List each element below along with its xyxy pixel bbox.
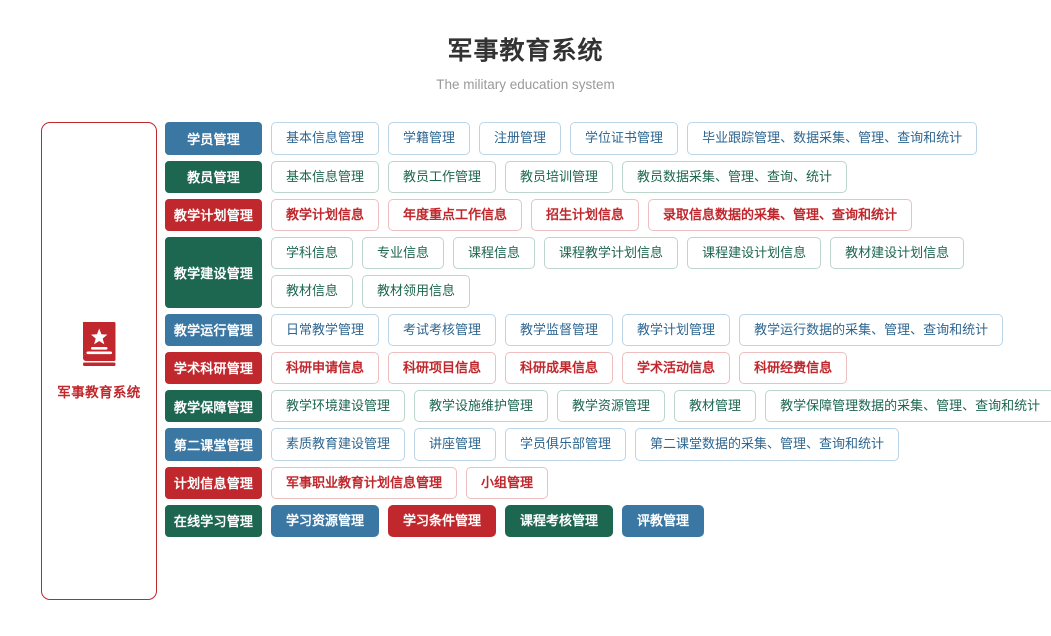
submodule-button[interactable]: 课程建设计划信息	[687, 237, 822, 270]
submodule-group: 基本信息管理教员工作管理教员培训管理教员数据采集、管理、查询、统计	[271, 160, 1051, 193]
module-row: 教员管理基本信息管理教员工作管理教员培训管理教员数据采集、管理、查询、统计	[165, 160, 1051, 193]
submodule-group: 基本信息管理学籍管理注册管理学位证书管理毕业跟踪管理、数据采集、管理、查询和统计	[271, 122, 1051, 155]
submodule-button[interactable]: 学位证书管理	[570, 122, 679, 155]
submodule-group: 学习资源管理学习条件管理课程考核管理评教管理	[271, 504, 1051, 538]
submodule-button[interactable]: 讲座管理	[414, 428, 497, 461]
category-button[interactable]: 计划信息管理	[165, 466, 262, 499]
submodule-button[interactable]: 教学计划管理	[622, 313, 731, 346]
submodule-line: 教材信息教材领用信息	[271, 275, 1051, 308]
submodule-group: 学科信息专业信息课程信息课程教学计划信息课程建设计划信息教材建设计划信息教材信息…	[271, 237, 1051, 308]
submodule-button[interactable]: 第二课堂数据的采集、管理、查询和统计	[635, 428, 900, 461]
category-button[interactable]: 教学运行管理	[165, 313, 262, 346]
submodule-button[interactable]: 年度重点工作信息	[388, 198, 523, 232]
submodule-button[interactable]: 素质教育建设管理	[271, 428, 406, 461]
category-button[interactable]: 教学计划管理	[165, 198, 262, 232]
system-brand-label: 军事教育系统	[57, 385, 141, 401]
module-row: 计划信息管理军事职业教育计划信息管理小组管理	[165, 466, 1051, 499]
submodule-line: 学习资源管理学习条件管理课程考核管理评教管理	[271, 504, 1051, 538]
submodule-line: 军事职业教育计划信息管理小组管理	[271, 466, 1051, 499]
module-row: 教学运行管理日常教学管理考试考核管理教学监督管理教学计划管理教学运行数据的采集、…	[165, 313, 1051, 346]
submodule-button[interactable]: 科研经费信息	[739, 351, 848, 385]
submodule-button[interactable]: 录取信息数据的采集、管理、查询和统计	[648, 198, 913, 232]
submodule-button[interactable]: 教学运行数据的采集、管理、查询和统计	[739, 313, 1004, 346]
submodule-button[interactable]: 军事职业教育计划信息管理	[271, 466, 458, 499]
module-row: 教学计划管理教学计划信息年度重点工作信息招生计划信息录取信息数据的采集、管理、查…	[165, 198, 1051, 232]
submodule-button[interactable]: 科研申请信息	[271, 351, 380, 385]
submodule-button[interactable]: 日常教学管理	[271, 313, 380, 346]
category-button[interactable]: 教员管理	[165, 160, 262, 193]
category-button[interactable]: 教学建设管理	[165, 237, 262, 308]
submodule-line: 教学计划信息年度重点工作信息招生计划信息录取信息数据的采集、管理、查询和统计	[271, 198, 1051, 232]
system-brand-card[interactable]: 军事教育系统	[41, 122, 157, 601]
submodule-button[interactable]: 学科信息	[271, 237, 354, 270]
submodule-button[interactable]: 专业信息	[362, 237, 445, 270]
submodule-button[interactable]: 课程教学计划信息	[544, 237, 679, 270]
submodule-button[interactable]: 教材领用信息	[362, 275, 471, 308]
submodule-button[interactable]: 教员工作管理	[388, 160, 497, 193]
submodule-button[interactable]: 学员俱乐部管理	[505, 428, 627, 461]
module-row: 教学建设管理学科信息专业信息课程信息课程教学计划信息课程建设计划信息教材建设计划…	[165, 237, 1051, 308]
submodule-button[interactable]: 科研项目信息	[388, 351, 497, 385]
category-button[interactable]: 第二课堂管理	[165, 428, 262, 461]
module-grid: 学员管理基本信息管理学籍管理注册管理学位证书管理毕业跟踪管理、数据采集、管理、查…	[165, 122, 1051, 543]
submodule-group: 教学计划信息年度重点工作信息招生计划信息录取信息数据的采集、管理、查询和统计	[271, 198, 1051, 232]
submodule-button[interactable]: 教材建设计划信息	[830, 237, 965, 270]
submodule-button[interactable]: 教员数据采集、管理、查询、统计	[622, 160, 848, 193]
submodule-group: 日常教学管理考试考核管理教学监督管理教学计划管理教学运行数据的采集、管理、查询和…	[271, 313, 1051, 346]
category-button[interactable]: 学员管理	[165, 122, 262, 155]
book-star-icon	[77, 321, 121, 372]
submodule-line: 日常教学管理考试考核管理教学监督管理教学计划管理教学运行数据的采集、管理、查询和…	[271, 313, 1051, 346]
submodule-button[interactable]: 基本信息管理	[271, 160, 380, 193]
category-button[interactable]: 学术科研管理	[165, 351, 262, 385]
submodule-button[interactable]: 教学保障管理数据的采集、管理、查询和统计	[765, 390, 1051, 423]
submodule-button[interactable]: 学习资源管理	[271, 504, 380, 538]
submodule-button[interactable]: 学籍管理	[388, 122, 471, 155]
submodule-line: 素质教育建设管理讲座管理学员俱乐部管理第二课堂数据的采集、管理、查询和统计	[271, 428, 1051, 461]
module-row: 学术科研管理科研申请信息科研项目信息科研成果信息学术活动信息科研经费信息	[165, 351, 1051, 385]
module-row: 第二课堂管理素质教育建设管理讲座管理学员俱乐部管理第二课堂数据的采集、管理、查询…	[165, 428, 1051, 461]
submodule-button[interactable]: 课程考核管理	[505, 504, 614, 538]
submodule-group: 科研申请信息科研项目信息科研成果信息学术活动信息科研经费信息	[271, 351, 1051, 385]
submodule-button[interactable]: 教材管理	[674, 390, 757, 423]
page-subtitle: The military education system	[436, 76, 615, 92]
submodule-button[interactable]: 小组管理	[466, 466, 549, 499]
page-title: 军事教育系统	[447, 37, 604, 65]
submodule-line: 基本信息管理教员工作管理教员培训管理教员数据采集、管理、查询、统计	[271, 160, 1051, 193]
submodule-button[interactable]: 毕业跟踪管理、数据采集、管理、查询和统计	[687, 122, 978, 155]
submodule-group: 素质教育建设管理讲座管理学员俱乐部管理第二课堂数据的采集、管理、查询和统计	[271, 428, 1051, 461]
submodule-button[interactable]: 基本信息管理	[271, 122, 380, 155]
submodule-line: 科研申请信息科研项目信息科研成果信息学术活动信息科研经费信息	[271, 351, 1051, 385]
submodule-button[interactable]: 课程信息	[453, 237, 536, 270]
category-button[interactable]: 教学保障管理	[165, 390, 262, 423]
submodule-button[interactable]: 教学计划信息	[271, 198, 380, 232]
submodule-button[interactable]: 教学环境建设管理	[271, 390, 406, 423]
submodule-button[interactable]: 招生计划信息	[531, 198, 640, 232]
submodule-button[interactable]: 教材信息	[271, 275, 354, 308]
submodule-button[interactable]: 考试考核管理	[388, 313, 497, 346]
module-row: 在线学习管理学习资源管理学习条件管理课程考核管理评教管理	[165, 504, 1051, 538]
submodule-button[interactable]: 注册管理	[479, 122, 562, 155]
submodule-line: 学科信息专业信息课程信息课程教学计划信息课程建设计划信息教材建设计划信息	[271, 237, 1051, 270]
submodule-button[interactable]: 教学监督管理	[505, 313, 614, 346]
content-area: 军事教育系统 学员管理基本信息管理学籍管理注册管理学位证书管理毕业跟踪管理、数据…	[0, 92, 1051, 601]
submodule-line: 教学环境建设管理教学设施维护管理教学资源管理教材管理教学保障管理数据的采集、管理…	[271, 390, 1051, 423]
submodule-button[interactable]: 评教管理	[622, 504, 705, 538]
module-row: 教学保障管理教学环境建设管理教学设施维护管理教学资源管理教材管理教学保障管理数据…	[165, 390, 1051, 423]
submodule-line: 基本信息管理学籍管理注册管理学位证书管理毕业跟踪管理、数据采集、管理、查询和统计	[271, 122, 1051, 155]
submodule-button[interactable]: 教员培训管理	[505, 160, 614, 193]
submodule-button[interactable]: 学术活动信息	[622, 351, 731, 385]
submodule-button[interactable]: 教学资源管理	[557, 390, 666, 423]
submodule-group: 军事职业教育计划信息管理小组管理	[271, 466, 1051, 499]
submodule-group: 教学环境建设管理教学设施维护管理教学资源管理教材管理教学保障管理数据的采集、管理…	[271, 390, 1051, 423]
module-row: 学员管理基本信息管理学籍管理注册管理学位证书管理毕业跟踪管理、数据采集、管理、查…	[165, 122, 1051, 155]
submodule-button[interactable]: 科研成果信息	[505, 351, 614, 385]
page-header: 军事教育系统 The military education system	[0, 0, 1051, 92]
category-button[interactable]: 在线学习管理	[165, 504, 262, 538]
submodule-button[interactable]: 教学设施维护管理	[414, 390, 549, 423]
submodule-button[interactable]: 学习条件管理	[388, 504, 497, 538]
